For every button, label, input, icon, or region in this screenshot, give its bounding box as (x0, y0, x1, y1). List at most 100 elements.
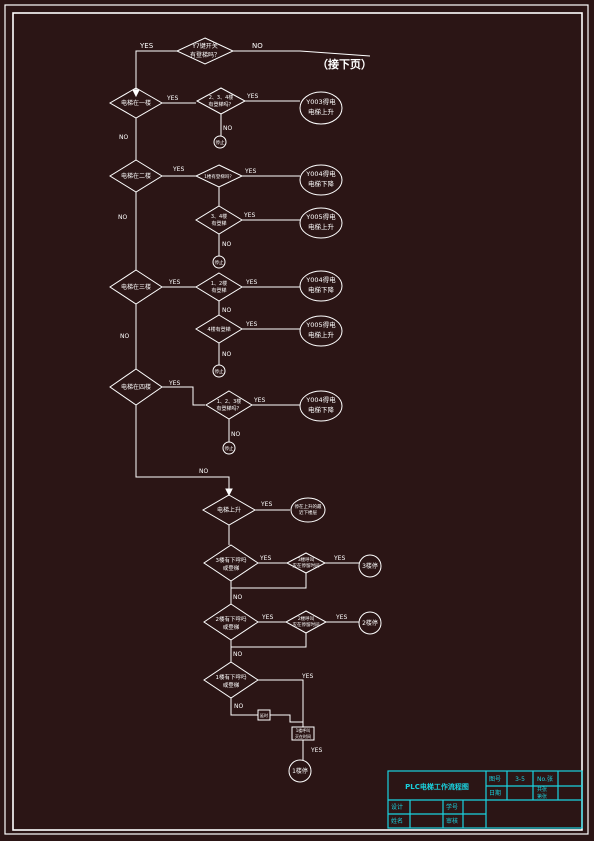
process-f2-sub: 灭在停留时间 (293, 621, 320, 628)
drawn-label: 设计 (391, 803, 403, 811)
decision-f1-sub: 或登梯 (223, 681, 240, 689)
decision-f1-label: 1楼有下呼吗 (216, 673, 247, 681)
stop-node-label: 停止 (225, 445, 234, 452)
drawing-no-value: 3-5 (515, 776, 525, 783)
terminal-y005-sub: 电梯上升 (308, 330, 335, 339)
no-label: NO (233, 651, 242, 658)
process-delay-label: 延时 (260, 712, 268, 718)
no-label: NO (231, 431, 240, 438)
no-label: NO (118, 214, 127, 221)
decision-floor2-label: 电梯在二楼 (121, 172, 151, 180)
arrowhead (132, 89, 140, 98)
title-block-text: PLC电梯工作流程图 图号 3-5 No.张 日期 共张 第张 设计 学号 姓名… (391, 775, 553, 825)
stop-f1-label: 1楼停 (292, 767, 308, 775)
terminal-y004-down-3 (299, 390, 343, 422)
decision-top-label: Y7键开关 (191, 42, 217, 50)
decision-floor2-check-b-label: 3、4楼 (211, 213, 227, 220)
decision-floor3-label: 电梯在三楼 (121, 283, 151, 291)
decision-rising-label: 电梯上升 (217, 506, 241, 514)
stop-f1 (288, 759, 312, 783)
decision-floor1-check-sub: 有登梯吗？ (208, 101, 233, 108)
terminal-y005-label: Y005得电 (305, 320, 336, 329)
terminal-rising-action-sub: 近下楼层 (299, 509, 317, 516)
yes-label: YES (301, 673, 313, 680)
stop-f2 (358, 611, 382, 635)
name-label: 姓名 (391, 817, 403, 825)
yes-label: YES (245, 279, 257, 286)
stop-node (222, 441, 236, 455)
drawing-no-label: 图号 (489, 776, 501, 783)
yes-label: YES (172, 166, 184, 173)
no-label: NO (199, 468, 208, 475)
stop-node (212, 255, 226, 269)
terminal-y004-label: Y004得电 (305, 169, 336, 178)
decision-f2-sub: 或登梯 (223, 623, 240, 631)
no-label: NO (223, 125, 232, 132)
terminal-y004-sub: 电梯下降 (308, 285, 335, 294)
stop-node-label: 停止 (215, 259, 224, 266)
check-label: 审核 (446, 817, 458, 825)
stop-f3-label: 3楼停 (362, 562, 378, 570)
decision-f3-label: 3楼有下呼吗 (216, 556, 247, 564)
stop-node (212, 364, 226, 378)
process-f3-label: 3楼呼叫 (298, 556, 314, 563)
no-label: NO (222, 307, 231, 314)
connector (233, 50, 371, 57)
process-f1-label: 1楼呼叫 (296, 727, 311, 733)
terminal-y005-up-1 (299, 207, 343, 239)
yes-label: YES (243, 212, 255, 219)
yes-label: YES (261, 614, 273, 621)
yes-label: YES (260, 501, 272, 508)
terminal-y005-label: Y005得电 (305, 212, 336, 221)
yes-label: YES (244, 168, 256, 175)
terminal-y004-sub: 电梯下降 (308, 405, 335, 414)
terminal-rising-action (290, 497, 326, 523)
terminal-y004-down-1 (299, 164, 343, 196)
decision-floor1-label: 电梯在一楼 (121, 99, 151, 107)
terminal-y004-sub: 电梯下降 (308, 179, 335, 188)
decision-floor2-check-b-sub: 有登梯 (211, 220, 226, 227)
decision-floor3-check-a-label: 1、2楼 (211, 280, 227, 287)
no-label: NO (119, 134, 128, 141)
yes-label: YES (335, 614, 347, 621)
yes-label: YES (168, 279, 180, 286)
decision-floor3-check-b-label: 4楼有登梯 (207, 326, 230, 333)
terminal-y004-label: Y004得电 (305, 275, 336, 284)
no-label: NO (222, 351, 231, 358)
process-f2-label: 2楼呼叫 (298, 615, 314, 622)
inner-border (12, 12, 583, 831)
decision-floor1-check-label: 2、3、4楼 (209, 94, 234, 101)
yes-label: YES (166, 95, 178, 102)
connector (162, 386, 205, 406)
sheet-label: No.张 (537, 775, 553, 783)
stop-node-label: 停止 (215, 368, 224, 375)
decision-f2-label: 2楼有下呼吗 (216, 615, 247, 623)
date-label: 日期 (489, 789, 501, 797)
title-block (387, 770, 583, 829)
terminal-y003-sub: 电梯上升 (308, 107, 335, 116)
terminal-y003-label: Y003得电 (305, 97, 336, 106)
continue-next-page: （接下页） (317, 57, 372, 71)
outer-border (4, 4, 589, 835)
yes-label: YES (168, 380, 180, 387)
no-label: NO (233, 594, 242, 601)
stop-node-label: 停止 (216, 139, 225, 146)
stop-f2-label: 2楼停 (362, 619, 378, 627)
no-label: NO (252, 42, 263, 50)
yes-label: YES (246, 93, 258, 100)
decision-floor3-check-a-sub: 有登梯 (211, 287, 226, 294)
yes-label: YES (310, 747, 322, 754)
flowchart: Y7键开关 有登梯吗？ YES NO （接下页） 电梯在一楼 YES 2、3、4… (108, 37, 382, 783)
no-label: NO (234, 703, 243, 710)
connector (270, 714, 303, 723)
yes-label: YES (259, 555, 271, 562)
terminal-y005-up-2 (299, 315, 343, 347)
stop-f3 (358, 554, 382, 578)
decision-floor2-check-a-label: 1楼有登梯吗？ (204, 173, 234, 180)
terminal-y004-label: Y004得电 (305, 395, 336, 404)
connector (230, 633, 307, 648)
terminal-y004-down-2 (299, 270, 343, 302)
connector (230, 573, 307, 589)
yes-label: YES (139, 42, 154, 50)
